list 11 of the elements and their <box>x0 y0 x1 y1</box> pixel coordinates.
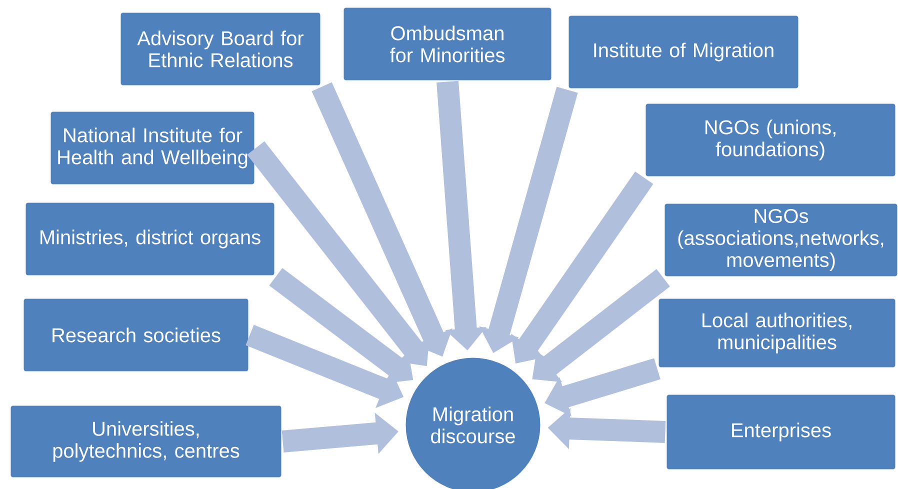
actor-box: Ombudsman for Minorities <box>342 6 553 82</box>
actor-box: National Institute for Health and Wellbeing <box>49 110 256 186</box>
actor-box: Research societies <box>22 297 250 373</box>
actor-box: Enterprises <box>665 393 897 471</box>
actor-box: Universities, polytechnics, centres <box>9 404 283 479</box>
actor-box: Ministries, district organs <box>24 201 276 277</box>
actor-box: Institute of Migration <box>567 14 800 90</box>
actor-box: Local authorities, municipalities <box>657 297 897 369</box>
actor-box: NGOs (unions, foundations) <box>644 102 897 178</box>
actor-box: NGOs (associations,networks, movements) <box>663 202 898 278</box>
actor-box: Advisory Board for Ethnic Relations <box>119 11 322 87</box>
